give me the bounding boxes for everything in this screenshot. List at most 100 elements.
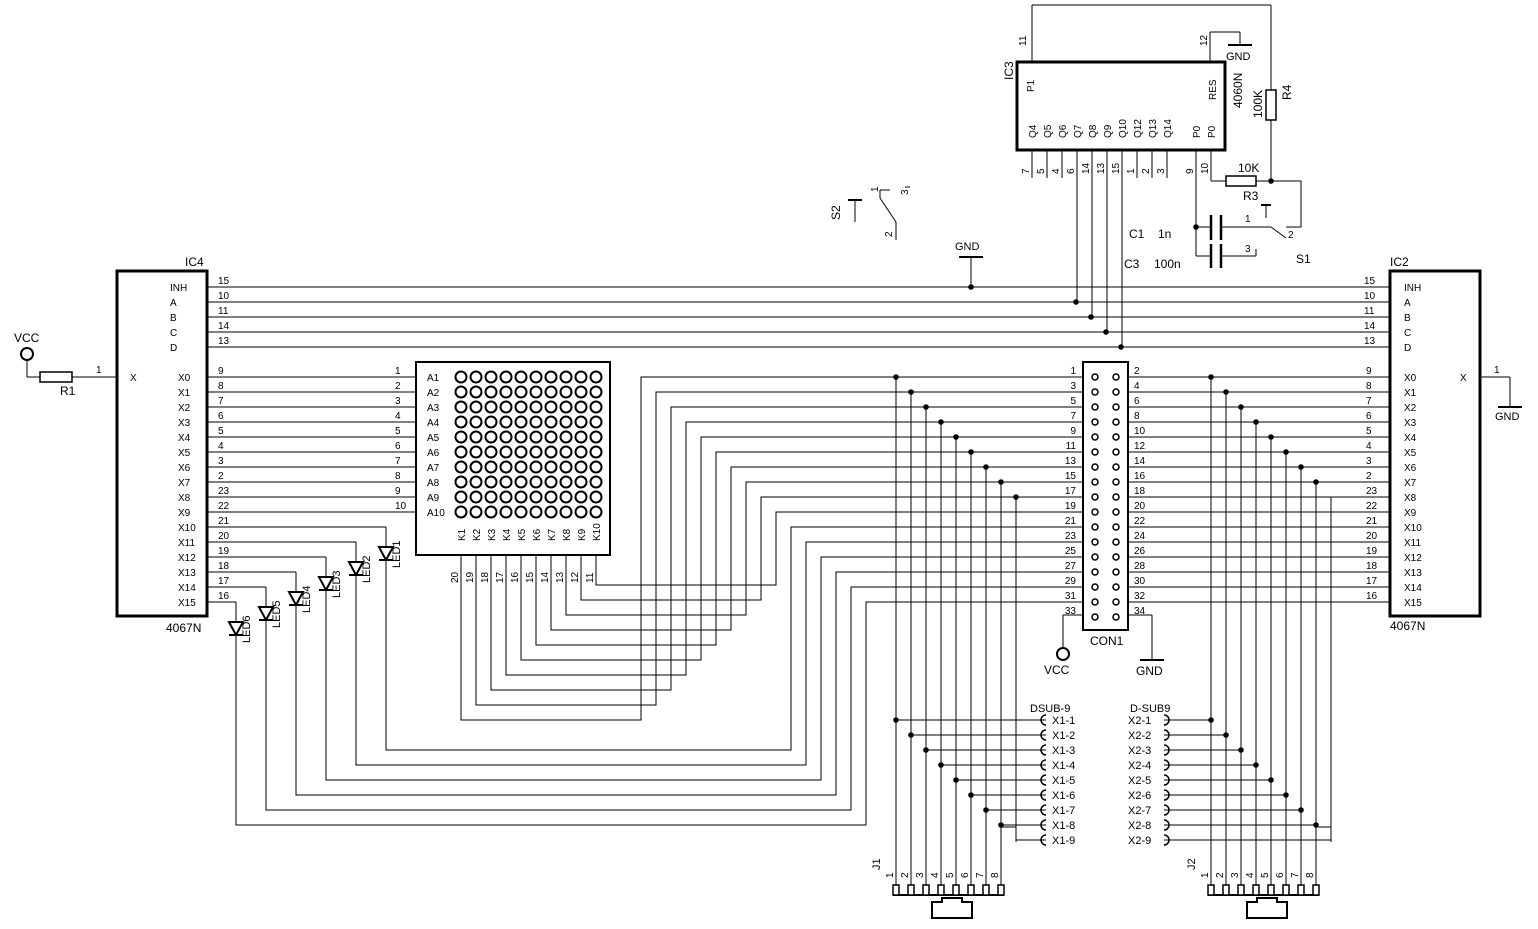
matrix-led-dot bbox=[499, 490, 513, 504]
matrix-led-dot bbox=[499, 400, 513, 414]
ic4-ctrl-label: INH bbox=[170, 283, 187, 294]
matrix-led-dot bbox=[499, 475, 513, 489]
matrix-to-connector bbox=[580, 496, 1083, 601]
matrix-col-pin: 18 bbox=[480, 571, 491, 583]
ic4-ctrl-pin: 10 bbox=[218, 291, 230, 302]
con1-right-pin: 10 bbox=[1134, 426, 1146, 437]
ic2-gnd-label: GND bbox=[1495, 411, 1520, 423]
matrix-led-dot bbox=[574, 460, 588, 474]
matrix-col-pin: 14 bbox=[540, 571, 551, 583]
led-to-connector bbox=[235, 601, 1083, 826]
matrix-led-dot bbox=[529, 475, 543, 489]
ic4-x-row-pin: 8 bbox=[218, 381, 224, 392]
con1-left-pin: 5 bbox=[1070, 396, 1076, 407]
ic2-ctrl-label: A bbox=[1404, 298, 1411, 309]
led-diode bbox=[317, 576, 335, 593]
matrix-row-label: A8 bbox=[427, 478, 440, 489]
con1-right-pin: 22 bbox=[1134, 516, 1146, 527]
dsub1-pin-symbol bbox=[1040, 789, 1047, 801]
ic3-res: RES bbox=[1208, 79, 1219, 100]
led-label: LED6 bbox=[241, 615, 253, 643]
c1-name: C1 bbox=[1129, 227, 1145, 241]
con1-pad bbox=[1091, 463, 1099, 471]
matrix-led-dot bbox=[454, 370, 468, 384]
j1-name: J1 bbox=[871, 858, 883, 870]
matrix-col-pin: 15 bbox=[525, 571, 536, 583]
dsub2-pin-label: X2-4 bbox=[1128, 760, 1151, 772]
matrix-led-dot bbox=[469, 490, 483, 504]
con1-pad bbox=[1112, 493, 1120, 501]
ic2-x-row-pin: 6 bbox=[1366, 411, 1372, 422]
ic3-q-pin-num: 9 bbox=[1185, 168, 1196, 174]
matrix-led-dot bbox=[544, 475, 558, 489]
j1-pin: 6 bbox=[960, 872, 971, 878]
matrix-row-pin: 6 bbox=[395, 441, 401, 452]
j1-pad bbox=[907, 884, 915, 896]
matrix-col-pin: 20 bbox=[450, 571, 461, 583]
ic4-body bbox=[115, 269, 209, 618]
s2-p2: 2 bbox=[884, 231, 895, 237]
ic4-ctrl-pin: 14 bbox=[218, 321, 230, 332]
ic4-ctrl-pin: 13 bbox=[218, 336, 230, 347]
con1-right-pin: 20 bbox=[1134, 501, 1146, 512]
ic2-x-row-pin: 20 bbox=[1366, 531, 1378, 542]
dsub2-pin-label: X2-7 bbox=[1128, 805, 1151, 817]
ic3-q-label: Q6 bbox=[1058, 124, 1069, 138]
dsub2-pin-label: X2-5 bbox=[1128, 775, 1151, 787]
matrix-led-dot bbox=[484, 400, 498, 414]
con1-left-pin: 23 bbox=[1065, 531, 1077, 542]
matrix-led-dot bbox=[574, 505, 588, 519]
s1-p2: 2 bbox=[1288, 230, 1294, 241]
j2-pin: 1 bbox=[1200, 872, 1211, 878]
j1-pin: 4 bbox=[930, 872, 941, 878]
matrix-col-label: K5 bbox=[517, 528, 528, 541]
matrix-led-dot bbox=[499, 415, 513, 429]
matrix-led-dot bbox=[469, 475, 483, 489]
matrix-led-dot bbox=[589, 460, 603, 474]
con1-pad bbox=[1112, 508, 1120, 516]
j2-pad bbox=[1207, 884, 1215, 896]
matrix-row-label: A4 bbox=[427, 418, 440, 429]
dsub1-pin-symbol bbox=[1040, 714, 1047, 726]
led-to-connector bbox=[325, 556, 1083, 781]
ic3-pin11-label: 11 bbox=[1018, 35, 1029, 46]
led-to-connector bbox=[295, 571, 1083, 796]
ic2-x-row-label: X15 bbox=[1404, 598, 1422, 609]
j2-pin: 5 bbox=[1260, 872, 1271, 878]
con1-right-pin: 12 bbox=[1134, 441, 1146, 452]
matrix-led-dot bbox=[454, 400, 468, 414]
matrix-led-dot bbox=[589, 370, 603, 384]
con1-pad bbox=[1091, 448, 1099, 456]
s1-p1: 1 bbox=[1245, 214, 1251, 225]
matrix-led-dot bbox=[559, 415, 573, 429]
s1-lever bbox=[1270, 226, 1287, 239]
matrix-led-dot bbox=[499, 445, 513, 459]
con1-left-pin: 13 bbox=[1065, 456, 1077, 467]
matrix-led-dot bbox=[589, 445, 603, 459]
r4-value: 100K bbox=[1251, 90, 1265, 118]
con1-vcc-label: VCC bbox=[1044, 663, 1070, 677]
matrix-led-dot bbox=[454, 415, 468, 429]
ic2-x-row-label: X13 bbox=[1404, 568, 1422, 579]
matrix-col-label: K7 bbox=[547, 528, 558, 541]
ic2-x-row-pin: 9 bbox=[1366, 366, 1372, 377]
con1-right-pin: 16 bbox=[1134, 471, 1146, 482]
matrix-led-dot bbox=[529, 490, 543, 504]
dsub1-pin-symbol bbox=[1040, 819, 1047, 831]
vcc-terminal bbox=[20, 347, 34, 361]
matrix-led-dot bbox=[469, 385, 483, 399]
matrix-col-label: K10 bbox=[592, 523, 603, 541]
j1-pad bbox=[997, 884, 1005, 896]
con1-left-pin: 27 bbox=[1065, 561, 1077, 572]
matrix-led-dot bbox=[469, 430, 483, 444]
con1-right-pin: 34 bbox=[1134, 606, 1146, 617]
con1-pad bbox=[1112, 433, 1120, 441]
led-diode bbox=[377, 546, 395, 563]
matrix-col-pin: 11 bbox=[585, 572, 596, 583]
matrix-led-dot bbox=[559, 430, 573, 444]
matrix-row-pin: 9 bbox=[395, 486, 401, 497]
matrix-led-dot bbox=[529, 415, 543, 429]
matrix-led-dot bbox=[529, 430, 543, 444]
dsub2-pin-symbol bbox=[1163, 714, 1170, 726]
matrix-row-pin: 10 bbox=[395, 501, 407, 512]
